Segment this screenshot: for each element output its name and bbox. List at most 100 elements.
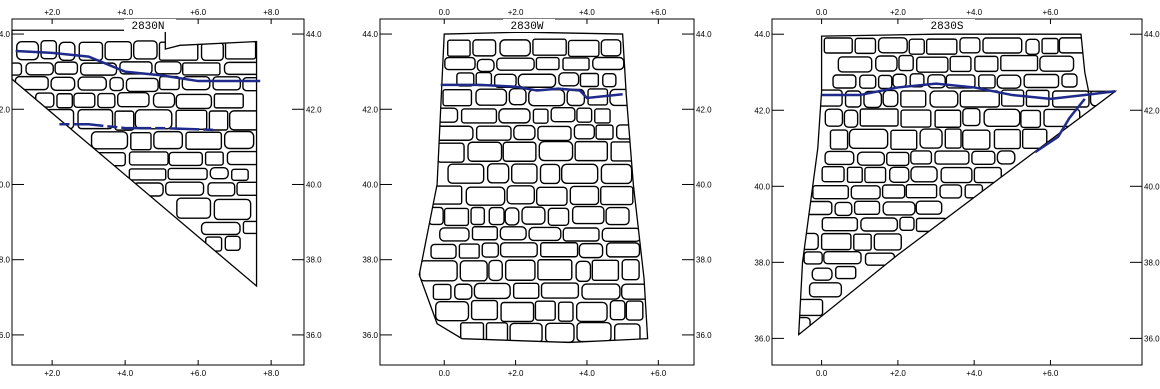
stone-block: [130, 131, 152, 151]
stone-block: [864, 252, 896, 266]
stone-block: [916, 56, 949, 73]
stone-block: [1020, 109, 1042, 129]
stone-block: [1023, 73, 1060, 89]
stone-block: [602, 73, 617, 88]
stone-block: [535, 56, 560, 71]
stone-block: [512, 282, 540, 300]
stone-block: [834, 201, 853, 217]
stone-block: [610, 141, 648, 162]
stone-block: [153, 130, 184, 150]
title-bg: [923, 19, 975, 32]
stone-block: [996, 150, 1016, 165]
stone-block: [601, 227, 642, 242]
stone-block: [605, 242, 641, 258]
stone-block: [175, 93, 213, 110]
stone-block: [973, 166, 1002, 184]
y-tick-label-right: 40.0: [1144, 182, 1160, 191]
stone-block: [829, 129, 849, 150]
stone-block: [846, 166, 863, 184]
stone-block: [499, 242, 538, 258]
stone-block: [908, 38, 925, 55]
y-tick-label-right: 42.0: [306, 105, 322, 114]
marker-line: [59, 123, 217, 132]
stone-block: [517, 73, 557, 88]
stone-block: [459, 260, 488, 282]
stone-block: [557, 301, 574, 322]
stone-block: [576, 107, 593, 123]
stone-block: [860, 217, 899, 232]
stone-block: [854, 37, 877, 55]
stone-block: [798, 298, 824, 317]
stone-block: [91, 152, 126, 167]
stone-block: [435, 301, 470, 322]
stone-block: [859, 108, 899, 127]
stone-block: [200, 41, 224, 62]
x-tick-label-bottom: +6.0: [190, 369, 206, 378]
x-tick-label-bottom: +2.0: [44, 369, 60, 378]
stone-block: [185, 131, 223, 150]
stone-block: [504, 259, 536, 281]
stone-block: [993, 128, 1021, 150]
stone-block: [609, 88, 639, 107]
stone-block: [77, 108, 114, 130]
stone-block: [540, 282, 580, 299]
stone-block: [594, 108, 611, 124]
stone-block: [890, 129, 918, 151]
stone-block: [528, 88, 566, 107]
x-tick-label-bottom: +2.0: [508, 369, 524, 378]
stone-block: [528, 226, 562, 242]
stone-block: [962, 107, 981, 127]
stone-block: [465, 186, 506, 206]
stone-block: [821, 216, 859, 232]
panel-title: 2830N: [131, 21, 164, 33]
stone-block: [929, 90, 959, 108]
stone-block: [54, 61, 79, 75]
y-tick-label-left: 42.0: [0, 105, 11, 114]
stone-block: [944, 128, 962, 149]
stone-block: [982, 37, 1023, 54]
y-tick-label-left: 38.0: [754, 258, 770, 267]
stone-block: [109, 76, 124, 92]
stone-block: [502, 141, 537, 162]
stone-block: [881, 184, 906, 199]
stone-block: [208, 110, 229, 131]
stone-block: [625, 300, 644, 321]
stone-block: [125, 77, 159, 93]
x-tick-label-bottom: +4.0: [966, 369, 982, 378]
stone-block: [537, 125, 572, 142]
stone-block: [500, 301, 535, 323]
stone-block: [175, 109, 208, 130]
y-tick-label-left: 40.0: [754, 182, 770, 191]
stone-block: [576, 321, 612, 343]
stone-block: [242, 220, 257, 235]
stone-block: [934, 150, 970, 165]
stone-block: [959, 37, 981, 54]
stone-block: [824, 108, 844, 127]
stone-block: [35, 92, 55, 108]
x-tick-label-top: 0.0: [816, 8, 828, 17]
y-tick-label-right: 40.0: [306, 180, 322, 189]
stone-block: [207, 182, 236, 197]
stone-block: [811, 267, 833, 281]
stone-block: [510, 163, 538, 184]
y-tick-label-left: 44.0: [362, 30, 378, 39]
y-tick-label-left: 36.0: [362, 331, 378, 340]
stone-block: [875, 55, 898, 72]
stone-block: [573, 124, 596, 140]
stone-block: [575, 301, 608, 323]
stone-block: [910, 150, 933, 165]
stone-block: [473, 282, 511, 300]
x-tick-label-top: +2.0: [508, 8, 524, 17]
y-tick-label-right: 42.0: [1144, 106, 1160, 115]
y-tick-label-right: 36.0: [1144, 334, 1160, 343]
x-tick-label-bottom: +6.0: [650, 369, 666, 378]
x-tick-label-bottom: 0.0: [439, 369, 451, 378]
y-tick-label-right: 38.0: [1144, 258, 1160, 267]
marker-line: [1034, 98, 1086, 154]
stone-block: [513, 124, 536, 141]
stone-block: [835, 265, 857, 280]
stone-block: [506, 185, 536, 205]
stone-block: [962, 129, 991, 150]
stone-block: [978, 74, 996, 89]
stone-block: [538, 140, 574, 162]
